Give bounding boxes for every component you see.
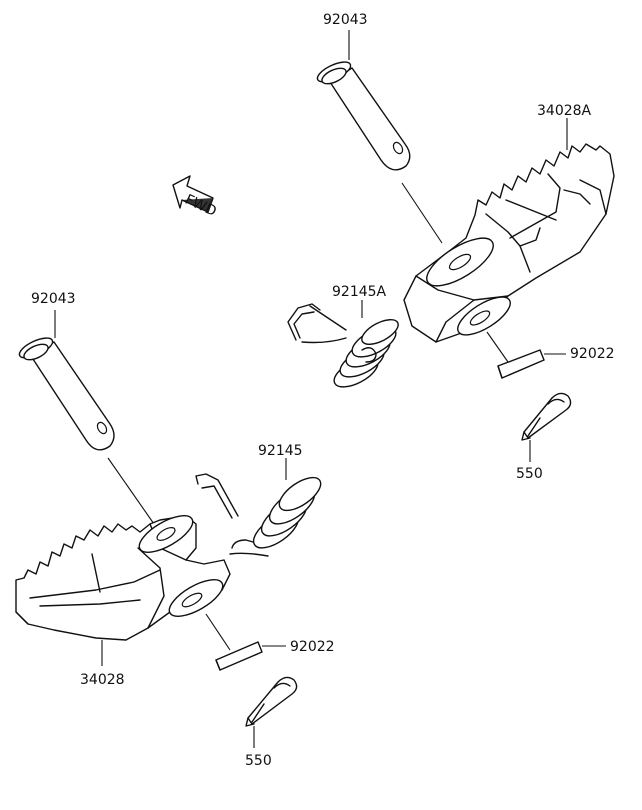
label-pin-lower: 92043 xyxy=(31,291,76,307)
spring-upper xyxy=(287,303,399,388)
label-spring-lower: 92145 xyxy=(258,443,303,459)
washer-lower xyxy=(215,641,263,671)
cotter-pin-upper xyxy=(521,392,572,441)
pin-upper xyxy=(316,61,411,171)
label-peg-left: 34028 xyxy=(80,672,125,688)
leader-pin-upper-axis xyxy=(401,182,443,244)
label-cotter-upper: 550 xyxy=(516,466,543,482)
leader-pin-lower-axis xyxy=(107,457,155,525)
pin-lower xyxy=(18,337,115,451)
label-cotter-lower: 550 xyxy=(245,753,272,769)
footpeg-left xyxy=(15,515,231,641)
fwd-label: FWD xyxy=(182,192,218,220)
label-peg-right: 34028A xyxy=(537,103,592,119)
footpeg-right xyxy=(403,143,615,343)
leader-washer-lower-axis xyxy=(205,613,231,651)
washer-upper xyxy=(497,349,545,379)
label-washer-lower: 92022 xyxy=(290,639,335,655)
leader-washer-upper-axis xyxy=(486,331,509,363)
cotter-pin-lower xyxy=(245,676,298,727)
label-spring-upper: 92145A xyxy=(332,284,387,300)
spring-lower xyxy=(195,473,322,557)
label-washer-upper: 92022 xyxy=(570,346,615,362)
fwd-arrow-icon: FWD xyxy=(172,175,219,220)
label-pin-upper: 92043 xyxy=(323,12,368,28)
